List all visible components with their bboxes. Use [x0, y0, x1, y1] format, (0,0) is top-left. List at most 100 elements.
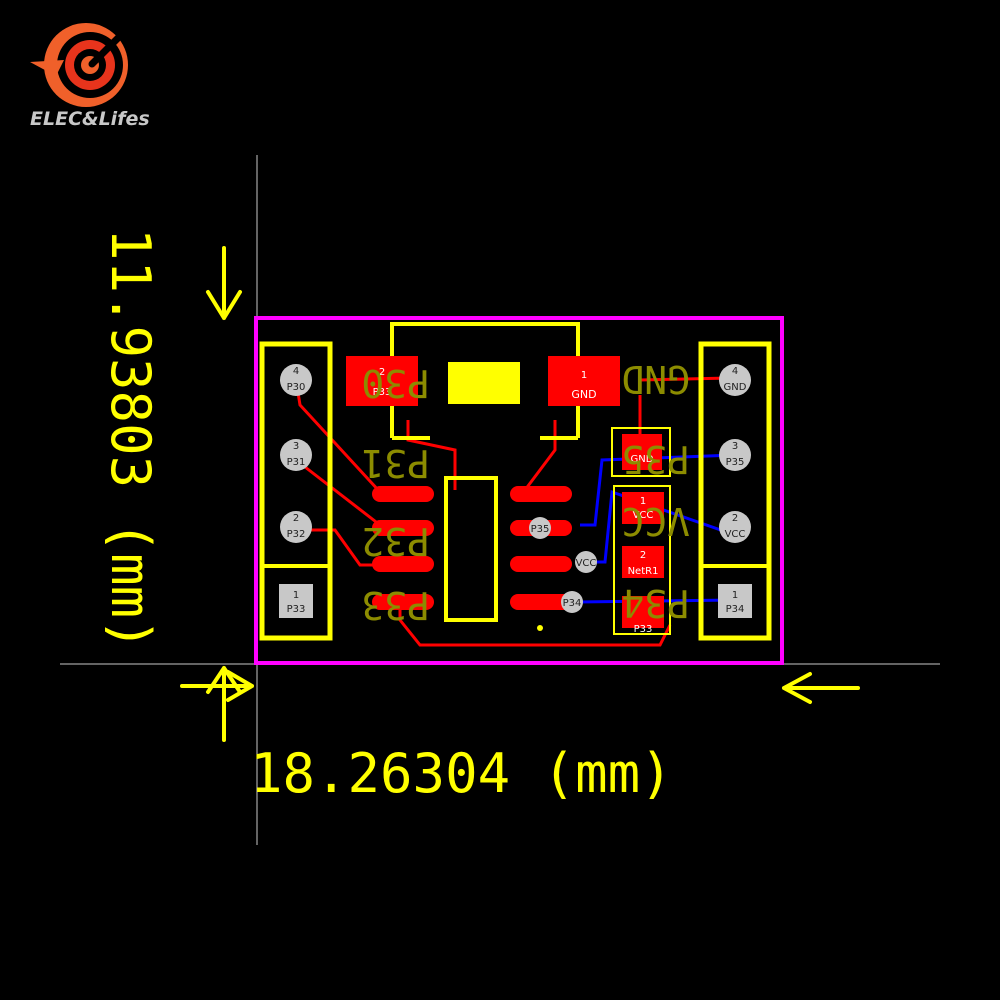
small-pad-lower[interactable]	[622, 546, 664, 578]
pin-net: P35	[726, 457, 745, 468]
via-label: VCC	[576, 558, 597, 569]
pad-net: GND	[571, 388, 596, 401]
small-pad-upper[interactable]	[622, 434, 662, 470]
ic-pad[interactable]	[510, 556, 572, 572]
pin-number: 3	[293, 441, 299, 452]
pad-net: VCC	[633, 510, 654, 521]
overlay-label: VCC	[621, 499, 690, 543]
trace-gnd	[639, 376, 731, 382]
pin-number: 1	[293, 590, 299, 601]
left-header: 4 P30 3 P31 2 P32 1 P33	[259, 341, 333, 641]
left-header-pin[interactable]: 2 P32	[280, 511, 312, 543]
pin-net: P32	[287, 529, 306, 540]
pin-pad[interactable]	[719, 439, 751, 471]
overlay-label: GND	[621, 357, 690, 401]
via-vcc	[575, 551, 597, 573]
pin-pad[interactable]	[719, 511, 751, 543]
pin-net: VCC	[725, 529, 746, 540]
right-header-outline	[698, 341, 772, 641]
overlay-label: P32	[361, 519, 430, 563]
pin-number: 1	[732, 590, 738, 601]
via-p34	[561, 591, 583, 613]
pin-pad[interactable]	[280, 439, 312, 471]
pad-number: 2	[640, 550, 646, 561]
logo-wing	[30, 60, 64, 76]
overlay-label: P35	[621, 437, 690, 481]
width-dimension-label: 18.26304 (mm)	[250, 742, 673, 805]
pin-pad[interactable]	[280, 511, 312, 543]
ic-body-outline	[444, 476, 498, 622]
pin-number: 2	[732, 513, 738, 524]
arrow-up-icon	[206, 666, 242, 742]
ic-pad[interactable]	[372, 520, 434, 536]
right-header-pin[interactable]: 2 VCC	[719, 511, 751, 543]
pad-number: 1	[581, 370, 587, 381]
pin-net: P30	[287, 382, 306, 393]
soic8-footprint: P35 VCC P34	[372, 476, 597, 631]
smd-components: GND 1 VCC 2 NetR1 P33	[611, 427, 671, 635]
small-pad-bottom[interactable]	[622, 596, 664, 628]
ic-pin1-dot	[537, 625, 543, 631]
right-header-pin[interactable]: 3 P35	[719, 439, 751, 471]
via-label: P35	[531, 524, 550, 535]
ic-pad[interactable]	[372, 556, 434, 572]
board-outline	[254, 316, 784, 665]
pad-net: P33	[634, 624, 653, 635]
pad-net: NetR1	[628, 566, 659, 577]
right-header: 4 GND 3 P35 2 VCC 1 P34	[698, 341, 772, 641]
pin-pad[interactable]	[279, 584, 313, 618]
ic-pad[interactable]	[510, 594, 572, 610]
pin-pad[interactable]	[718, 584, 752, 618]
left-header-pin[interactable]: 3 P31	[280, 439, 312, 471]
right-header-pin[interactable]: 4 GND	[719, 364, 751, 396]
regulator-pad-left[interactable]	[346, 356, 418, 406]
bottom-overlay-labels: P30 P31 P32 P33 GND P35 VCC P34	[361, 357, 690, 627]
trace-p33-ic	[406, 420, 457, 490]
logo-arrow-head	[114, 20, 134, 40]
right-header-pin[interactable]: 1 P34	[718, 584, 752, 618]
trace-p31	[295, 458, 381, 527]
pin-number: 3	[732, 441, 738, 452]
overlay-label: P31	[361, 441, 430, 485]
pin-net: P31	[287, 457, 306, 468]
regulator-pad-right[interactable]	[548, 356, 620, 406]
overlay-label: P33	[361, 583, 430, 627]
ic-pad[interactable]	[372, 594, 434, 610]
brand-name: ELEC&Lifes	[30, 108, 150, 130]
pin-net: GND	[724, 382, 747, 393]
ic-pad[interactable]	[372, 486, 434, 502]
via-label: P34	[563, 598, 582, 609]
resistor-silk-outline	[613, 485, 671, 635]
dimension-arrows	[180, 246, 860, 742]
brand-logo: ELEC&Lifes	[30, 20, 150, 130]
overlay-label: P34	[621, 581, 690, 625]
via-p35	[529, 517, 551, 539]
ic-left-pads	[372, 486, 434, 610]
pad-number: 1	[640, 496, 646, 507]
overlay-label: P30	[361, 361, 430, 405]
cap-silk-outline	[611, 427, 671, 477]
trace-gnd-ic	[523, 420, 557, 491]
pad-net: P33	[373, 387, 392, 398]
ic-right-pads	[510, 486, 572, 610]
pin-number: 2	[293, 513, 299, 524]
pin-net: P33	[287, 604, 306, 615]
arrow-left-icon	[782, 672, 860, 704]
regulator-footprint: 2 P33 1 GND	[346, 322, 620, 440]
pin-pad[interactable]	[719, 364, 751, 396]
left-header-pin[interactable]: 4 P30	[280, 364, 312, 396]
regulator-body	[448, 362, 520, 404]
pin-number: 4	[293, 366, 299, 377]
pad-net: GND	[631, 454, 654, 465]
left-header-outline	[259, 341, 333, 641]
pin-pad[interactable]	[280, 364, 312, 396]
pin-number: 4	[732, 366, 738, 377]
small-pad-middle[interactable]	[622, 492, 664, 524]
left-header-pin[interactable]: 1 P33	[279, 584, 313, 618]
height-dimension-label: 11.93803 (mm)	[99, 228, 162, 651]
ic-pad[interactable]	[510, 486, 572, 502]
trace-p35	[580, 453, 736, 527]
arrow-down-icon	[206, 246, 242, 320]
pad-number: 2	[379, 367, 385, 378]
